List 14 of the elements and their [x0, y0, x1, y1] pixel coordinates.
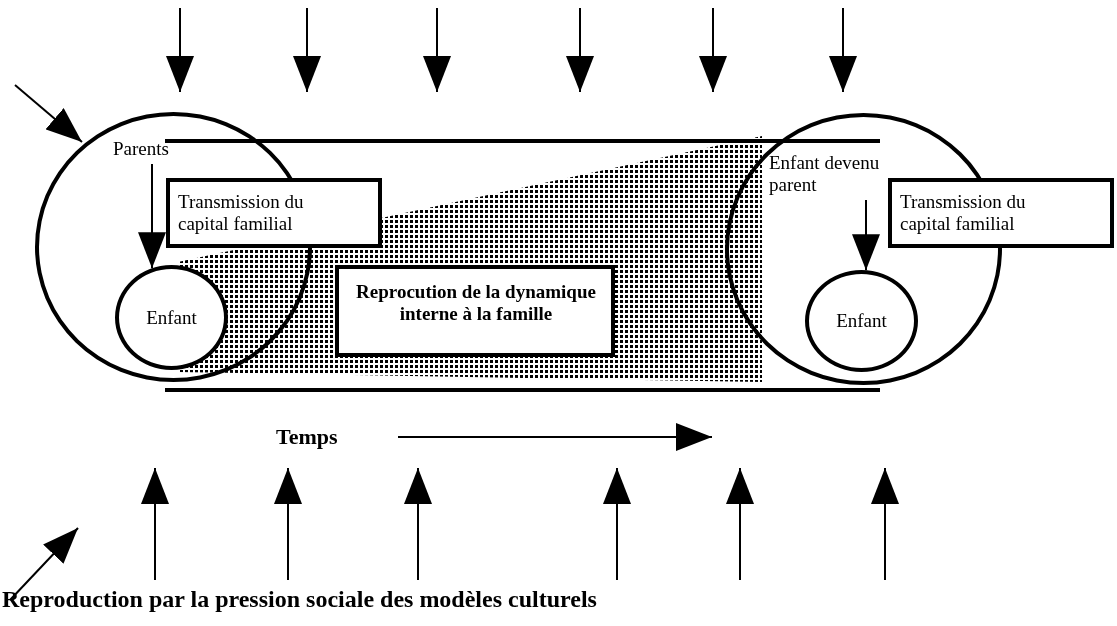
arrow — [852, 199, 880, 272]
node-label: Parents — [113, 138, 193, 162]
node-text: Enfant — [145, 306, 198, 329]
text-box — [166, 178, 382, 248]
axis-label: Temps — [276, 424, 338, 450]
node-text: Transmission du capital familial — [178, 191, 305, 235]
caption-text: Reproduction par la pression sociale des modèles culturels — [2, 586, 597, 613]
node-text: Reprocution de la dynamique interne à la famille — [355, 281, 597, 325]
node-label: Enfant devenu parent — [769, 152, 891, 198]
text-box — [335, 265, 615, 357]
node-text: Enfant — [835, 310, 888, 332]
text-box — [888, 178, 1114, 248]
node-text: Transmission du capital familial — [900, 191, 1027, 235]
arrow — [138, 163, 166, 270]
